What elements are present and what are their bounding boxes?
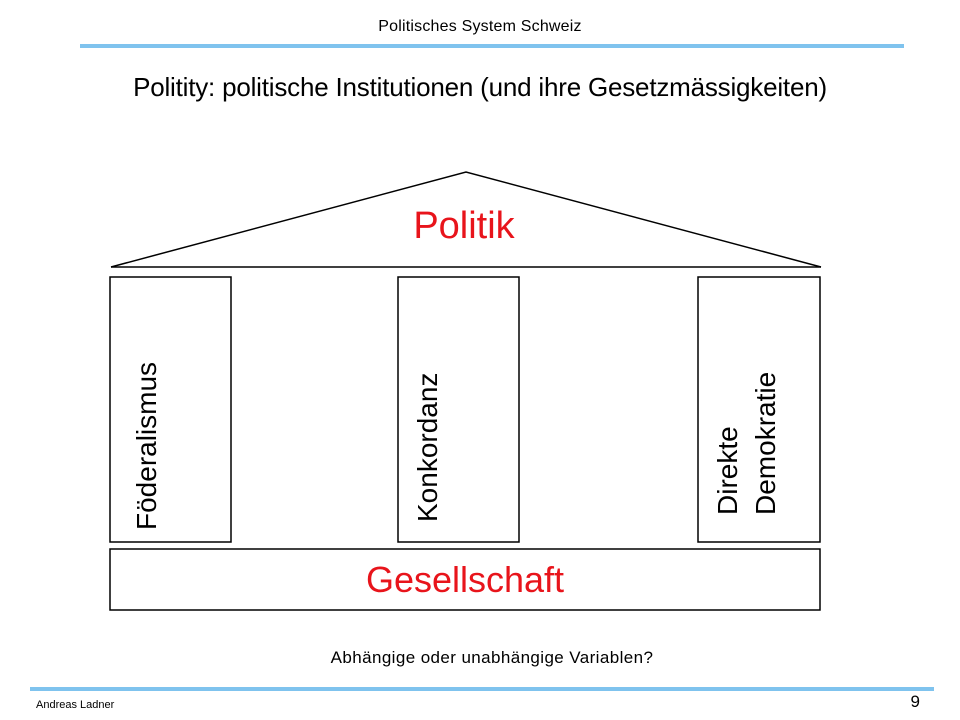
- author-name: Andreas Ladner: [36, 699, 115, 711]
- presentation-title: Politisches System Schweiz: [378, 18, 582, 35]
- pillar-direkte-demokratie-label-line-2: Demokratie: [750, 372, 781, 515]
- header-rule: [80, 44, 904, 48]
- pillar-foederalismus: [109, 276, 232, 543]
- pillar-direkte-demokratie-label-line-1: Direkte: [712, 426, 743, 515]
- base-gesellschaft: [109, 548, 821, 611]
- roof-label: Politik: [413, 205, 515, 247]
- question-text: Abhängige oder unabhängige Variablen?: [330, 648, 654, 667]
- base-label: Gesellschaft: [366, 559, 564, 600]
- pillar-konkordanz-label: Konkordanz: [412, 373, 443, 522]
- roof-outline: [110, 171, 822, 268]
- pillar-direkte-demokratie: [697, 276, 821, 543]
- pillar-foederalismus-label: Föderalismus: [131, 362, 162, 530]
- pillar-konkordanz: [397, 276, 520, 543]
- footer-rule: [30, 687, 934, 691]
- slide-heading: Politity: politische Institutionen (und …: [133, 72, 827, 102]
- page-number: 9: [910, 692, 920, 711]
